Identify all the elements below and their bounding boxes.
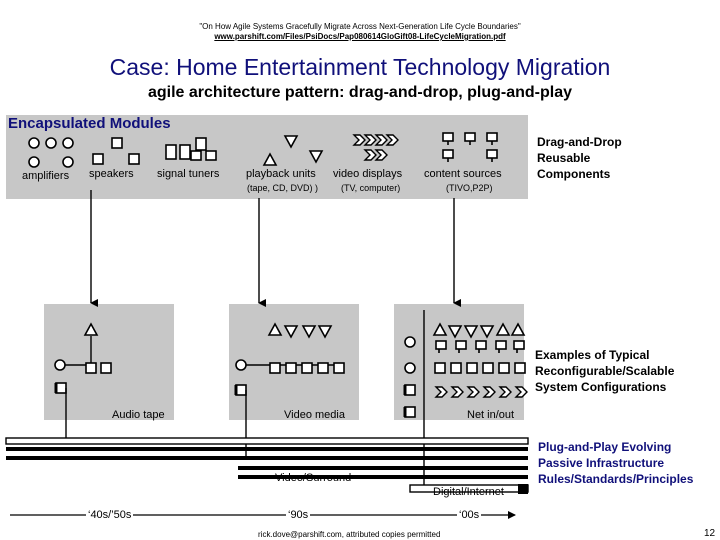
- side-label-components: Drag-and-Drop Reusable Components: [537, 135, 622, 181]
- citation-text: "On How Agile Systems Gracefully Migrate…: [199, 22, 521, 31]
- config-panel-net: [394, 304, 524, 420]
- label-video-displays: video displays: [333, 168, 403, 180]
- side-label-configurations: Examples of Typical Reconfigurable/Scala…: [535, 348, 675, 394]
- infra-label-video-surround: Video/Surround: [275, 472, 352, 484]
- label-content-sources: content sources: [424, 168, 502, 180]
- page-title: Case: Home Entertainment Technology Migr…: [109, 54, 611, 80]
- config-label-video-media: Video media: [284, 409, 345, 421]
- page-subtitle: agile architecture pattern: drag-and-dro…: [147, 84, 573, 101]
- sublabel-playback: (tape, CD, DVD) ): [247, 183, 319, 193]
- timeline-label-00s: ‘00s: [457, 509, 482, 521]
- label-amplifiers: amplifiers: [22, 170, 70, 182]
- page-number: 12: [704, 528, 716, 539]
- label-speakers: speakers: [89, 168, 134, 180]
- infra-label-digital-internet: Digital/Internet: [433, 486, 504, 498]
- label-playback-units: playback units: [246, 168, 316, 180]
- citation-link[interactable]: www.parshift.com/Files/PsiDocs/Pap080614…: [214, 32, 506, 41]
- config-label-audio-tape: Audio tape: [112, 409, 165, 421]
- label-signal-tuners: signal tuners: [157, 168, 220, 180]
- config-panel-video: [229, 304, 359, 420]
- timeline-label-40s: ‘40s/’50s: [86, 509, 134, 521]
- config-label-net: Net in/out: [467, 409, 515, 421]
- modules-heading: Encapsulated Modules: [8, 115, 171, 132]
- side-label-infrastructure: Plug-and-Play Evolving Passive Infrastru…: [538, 440, 694, 486]
- sublabel-displays: (TV, computer): [341, 183, 401, 193]
- footer-text: rick.dove@parshift.com, attributed copie…: [258, 530, 441, 539]
- sublabel-sources: (TIVO,P2P): [446, 183, 493, 193]
- timeline-label-90s: ‘90s: [286, 509, 311, 521]
